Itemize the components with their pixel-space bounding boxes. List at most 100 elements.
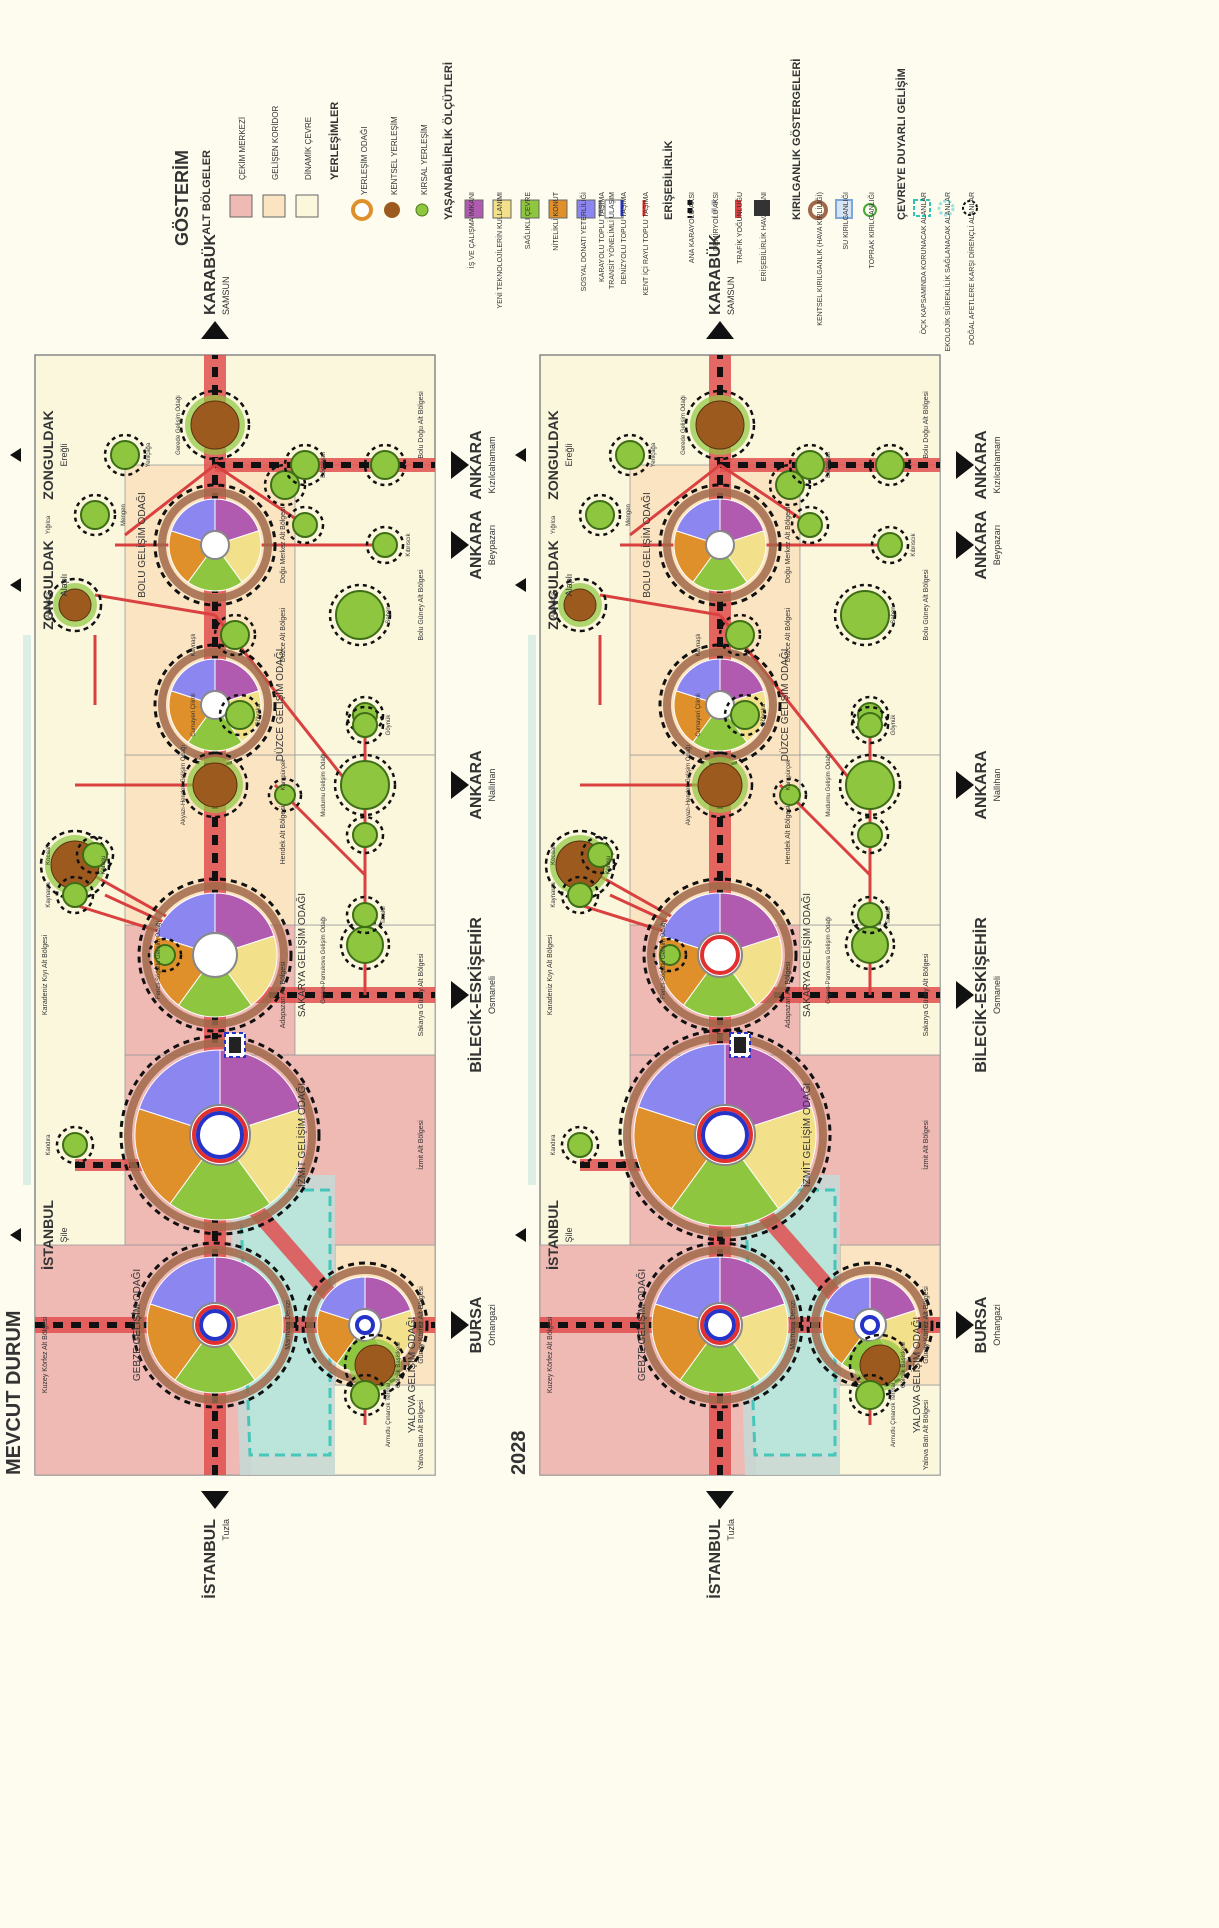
gateway-sublabel: Orhangazi [992,1304,1002,1346]
gateway-label: BİLECİK-ESKİŞEHİR [972,917,990,1073]
disaster-resilient-ring [790,505,830,545]
place-label: Karasu [101,855,107,874]
disaster-resilient-ring [636,1241,804,1409]
place-label: Kandıra [551,1134,557,1156]
place-label: Yeniçağa [146,442,152,467]
place-label: Akyazı-Hendek Gelişim Odağı [181,744,187,825]
rural-settlement [352,822,378,848]
livability-segment [719,1256,786,1326]
disaster-resilient-ring [103,433,147,477]
rural-settlement [292,512,318,538]
gateway-sublabel: Kızılcahamam [992,436,1002,493]
sea-transit-ring [199,1309,231,1341]
rural-settlement [567,882,593,908]
livability-label: NİTELİKLİ KONUT [551,191,560,250]
disaster-resilient-ring [218,693,262,737]
livability-segment [679,1324,761,1394]
place-label: Göynük [386,714,392,736]
gateway-sublabel: Osmaneli [992,976,1002,1014]
gateway-arrow [515,578,526,592]
rural-settlement [585,500,615,530]
sea-transit-ring [355,1315,375,1335]
gateway-arrow [956,771,974,799]
place-label: Seben [386,606,392,623]
connector-line [94,593,216,617]
disaster-resilient-ring [283,443,327,487]
urban-vulnerability-ring [663,488,777,602]
disaster-resilient-ring [850,815,890,855]
livability-segment [174,1324,256,1394]
gateway-label: ZONGULDAK [40,540,56,629]
settlement-focus-icon [351,199,373,221]
airport-icon [229,1037,241,1053]
hub-label: YALOVA GELİŞİM ODAĞI [910,1317,923,1433]
subregion-label: Kuzey Körfez Alt Bölgesi [42,1316,49,1393]
subregion-label-3: DİNAMİK ÇEVRE [304,117,313,180]
rural-settlement [851,926,889,964]
gateway-sublabel: Alaplı [564,574,574,597]
disaster-resilient-ring [578,493,622,537]
disaster-resilient-ring [838,753,902,817]
sea-transit-ring [704,1309,736,1341]
gateway-label: ANKARA [468,510,485,580]
disaster-resilient-ring [285,505,325,545]
livability-segment [719,658,765,706]
urban-settlement [697,762,743,808]
rural-settlement [875,450,905,480]
place-label: Dörtdivan [826,452,832,478]
settlement-label-1: YERLEŞİM ODAĞI [360,127,369,195]
gateway-sublabel: Nallıhan [992,768,1002,801]
livability-segment [692,544,748,592]
place-label: Kocaali [551,845,557,865]
urban-vulnerability-ring [124,1039,316,1231]
rural-settlement [220,620,250,650]
env-label: EKOLOJİK SÜREKLİLİK SAĞLANACAK ALANLAR [943,192,952,352]
place-label: Akyazı-Hendek Gelişim Odağı [686,744,692,825]
gateway-arrow [201,321,229,339]
gateway-arrow [515,448,526,462]
disaster-resilient-ring [47,577,103,633]
rural-settlement [845,760,895,810]
gateway-arrow [451,1311,469,1339]
rural-settlement [80,500,110,530]
rural-settlement [370,450,400,480]
place-label: Gölcük Başiskele [901,1341,907,1388]
gateway-arrow [515,1228,526,1242]
subregion-swatch-2 [262,194,286,218]
livability-swatch [492,199,512,219]
livability-segment [177,954,253,1018]
rural-settlement [857,902,883,928]
livability-label: İŞ VE ÇALIŞMA İMKANI [467,192,476,268]
gateway-label: İSTANBUL [545,1200,561,1270]
rural-settlement [855,1380,885,1410]
rail-transit-ring [700,935,740,975]
hub-label: İZMİT GELİŞİM ODAĞI [800,1083,813,1187]
hub-label: DÜZCE GELİŞİM ODAĞI [273,649,286,762]
gateway-sublabel: SAMSUN [221,276,231,315]
rural-settlement [346,926,384,964]
disaster-resilient-ring [131,1241,299,1409]
gateway-label: ZONGULDAK [545,410,561,499]
place-label: Gölyaka [256,703,262,726]
urban-vulnerability-ring [641,1246,799,1404]
gateway-label: ZONGULDAK [40,410,56,499]
disaster-resilient-ring [608,433,652,477]
panel-title: MEVCUT DURUM [3,1311,25,1475]
gateway-label: BURSA [468,1296,485,1353]
panel-title: 2028 [508,1431,530,1476]
disaster-resilient-ring [119,1034,321,1236]
hub-label: YALOVA GELİŞİM ODAĞI [405,1317,418,1433]
subregion-label: Yalova Batı Alt Bölgesi [923,1400,930,1470]
livability-segment [692,704,748,752]
subregion-label-2: GELİŞEN KORİDOR [271,106,280,180]
gateway-label: ANKARA [468,750,485,820]
rural-settlement [795,450,825,480]
urban-vulnerability-icon [808,200,828,220]
rural-settlement [340,760,390,810]
rural-settlement [567,1132,593,1158]
urban-vulnerability-ring [647,882,793,1028]
transit-core [200,530,230,560]
livability-segment [187,704,243,752]
subregion-label: Doğu Merkez Alt Bölgesi [785,506,792,583]
disaster-resilient-ring [263,463,307,507]
